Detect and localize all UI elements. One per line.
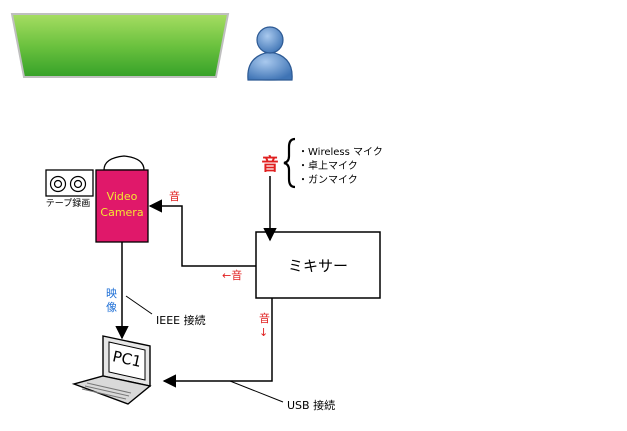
audio-source-item: ・Wireless マイク — [298, 146, 383, 158]
laptop-icon — [71, 335, 152, 405]
video-label-line1: 映 — [106, 287, 117, 300]
pc-label: PC1 — [111, 347, 143, 371]
mixer-to-camera-arrow — [148, 199, 256, 267]
camera-audio-label: 音 — [169, 189, 180, 203]
audio-source-label: 音 — [262, 154, 279, 175]
usb-label: USB 接続 — [287, 398, 335, 412]
mixer-audio-down-arrow: ↓ — [259, 326, 268, 339]
mixer-box — [255, 231, 381, 299]
audio-source-item: ・卓上マイク — [298, 160, 358, 172]
tape-recorder-icon — [45, 169, 94, 197]
mixer-audio-down-label: 音 — [259, 311, 270, 325]
mixer-audio-left-label: ←音 — [222, 268, 242, 282]
tape-recorder-label: テープ録画 — [46, 197, 90, 209]
mixer-label: ミキサー — [288, 257, 348, 275]
ieee-callout-line — [125, 295, 153, 315]
video-camera-icon — [95, 155, 149, 243]
mixer-to-pc-arrow — [162, 298, 273, 388]
video-camera-label-line1: Video — [107, 190, 138, 203]
audio-sources-brace — [283, 137, 296, 189]
usb-callout-line — [229, 380, 284, 403]
stage-icon — [10, 13, 230, 78]
audio-source-item: ・ガンマイク — [298, 174, 358, 186]
video-label-line2: 像 — [106, 301, 117, 314]
person-icon — [247, 26, 293, 81]
ieee-label: IEEE 接続 — [156, 313, 206, 327]
video-camera-label-line2: Camera — [100, 206, 143, 219]
